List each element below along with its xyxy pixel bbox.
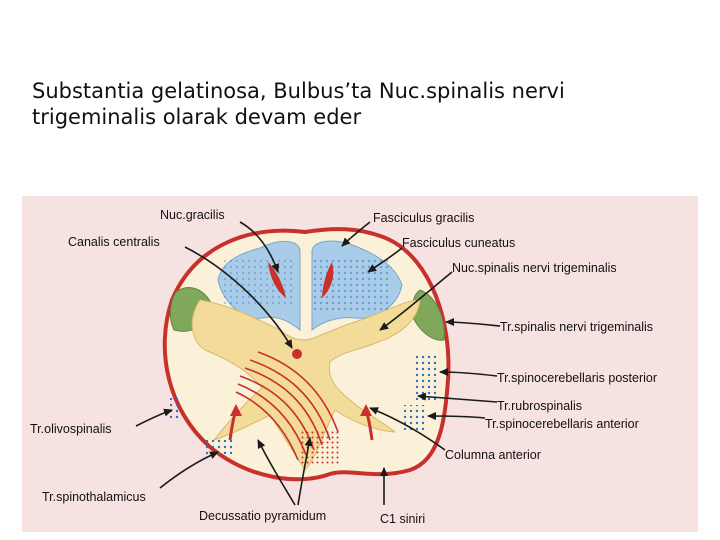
label-c1-siniri: C1 siniri: [380, 512, 425, 526]
cord-section: [162, 227, 451, 482]
arrow-spinothalamicus: [159, 451, 219, 489]
nucleus-gracilis-right: [322, 262, 334, 298]
spinocerebellar-anterior-dots: [404, 405, 426, 430]
arrow-fasciculus-gracilis: [341, 221, 371, 247]
arrow-nuc-gracilis: [239, 221, 280, 273]
arrow-spinocerebellaris-anterior: [427, 412, 486, 421]
label-tr-spinalis-trigeminalis: Tr.spinalis nervi trigeminalis: [500, 320, 653, 334]
label-fasciculus-gracilis: Fasciculus gracilis: [373, 211, 474, 225]
arrow-decussatio-2: [297, 437, 313, 506]
red-arrow-left-head: [230, 404, 242, 416]
arrow-nuc-spinalis-trigeminalis: [379, 271, 453, 331]
caption-line-1: Substantia gelatinosa, Bulbus’ta Nuc.spi…: [32, 79, 565, 103]
label-tr-rubrospinalis: Tr.rubrospinalis: [497, 399, 582, 413]
arrow-spinocerebellaris-posterior: [439, 368, 498, 377]
arrow-tr-spinalis-trigeminalis: [445, 318, 501, 327]
red-arrow-right-head: [360, 404, 372, 416]
gracilis-fibers: [222, 258, 292, 308]
caption: Substantia gelatinosa, Bulbus’ta Nuc.spi…: [32, 78, 692, 130]
spinocerebellar-posterior-dots: [416, 355, 438, 400]
label-fasciculus-cuneatus: Fasciculus cuneatus: [402, 236, 515, 250]
canalis-centralis-dot: [292, 349, 302, 359]
caption-line-2: trigeminalis olarak devam eder: [32, 105, 362, 129]
label-tr-olivospinalis: Tr.olivospinalis: [30, 422, 112, 436]
label-canalis-centralis: Canalis centralis: [68, 235, 160, 249]
arrow-canalis-centralis: [184, 246, 293, 349]
arrow-fasciculus-cuneatus: [367, 247, 403, 273]
label-nuc-gracilis: Nuc.gracilis: [160, 208, 225, 222]
label-tr-spinothalamicus: Tr.spinothalamicus: [42, 490, 146, 504]
olivospinal-dots: [168, 398, 182, 420]
pointer-arrows: [135, 221, 501, 506]
arrow-columna-anterior: [369, 407, 446, 451]
anterior-horn-area: [345, 350, 429, 410]
arrow-decussatio-1: [257, 439, 296, 506]
label-decussatio-pyramidum: Decussatio pyramidum: [199, 509, 326, 523]
label-nuc-spinalis-trigeminalis: Nuc.spinalis nervi trigeminalis: [452, 261, 617, 275]
label-tr-spinocerebellaris-posterior: Tr.spinocerebellaris posterior: [497, 371, 657, 385]
arrow-olivospinalis: [135, 408, 173, 427]
label-tr-spinocerebellaris-anterior: Tr.spinocerebellaris anterior: [485, 417, 639, 431]
label-columna-anterior: Columna anterior: [445, 448, 541, 462]
diagram-labels: Nuc.gracilis Canalis centralis Fasciculu…: [30, 208, 657, 526]
arrow-rubrospinalis: [417, 392, 498, 403]
